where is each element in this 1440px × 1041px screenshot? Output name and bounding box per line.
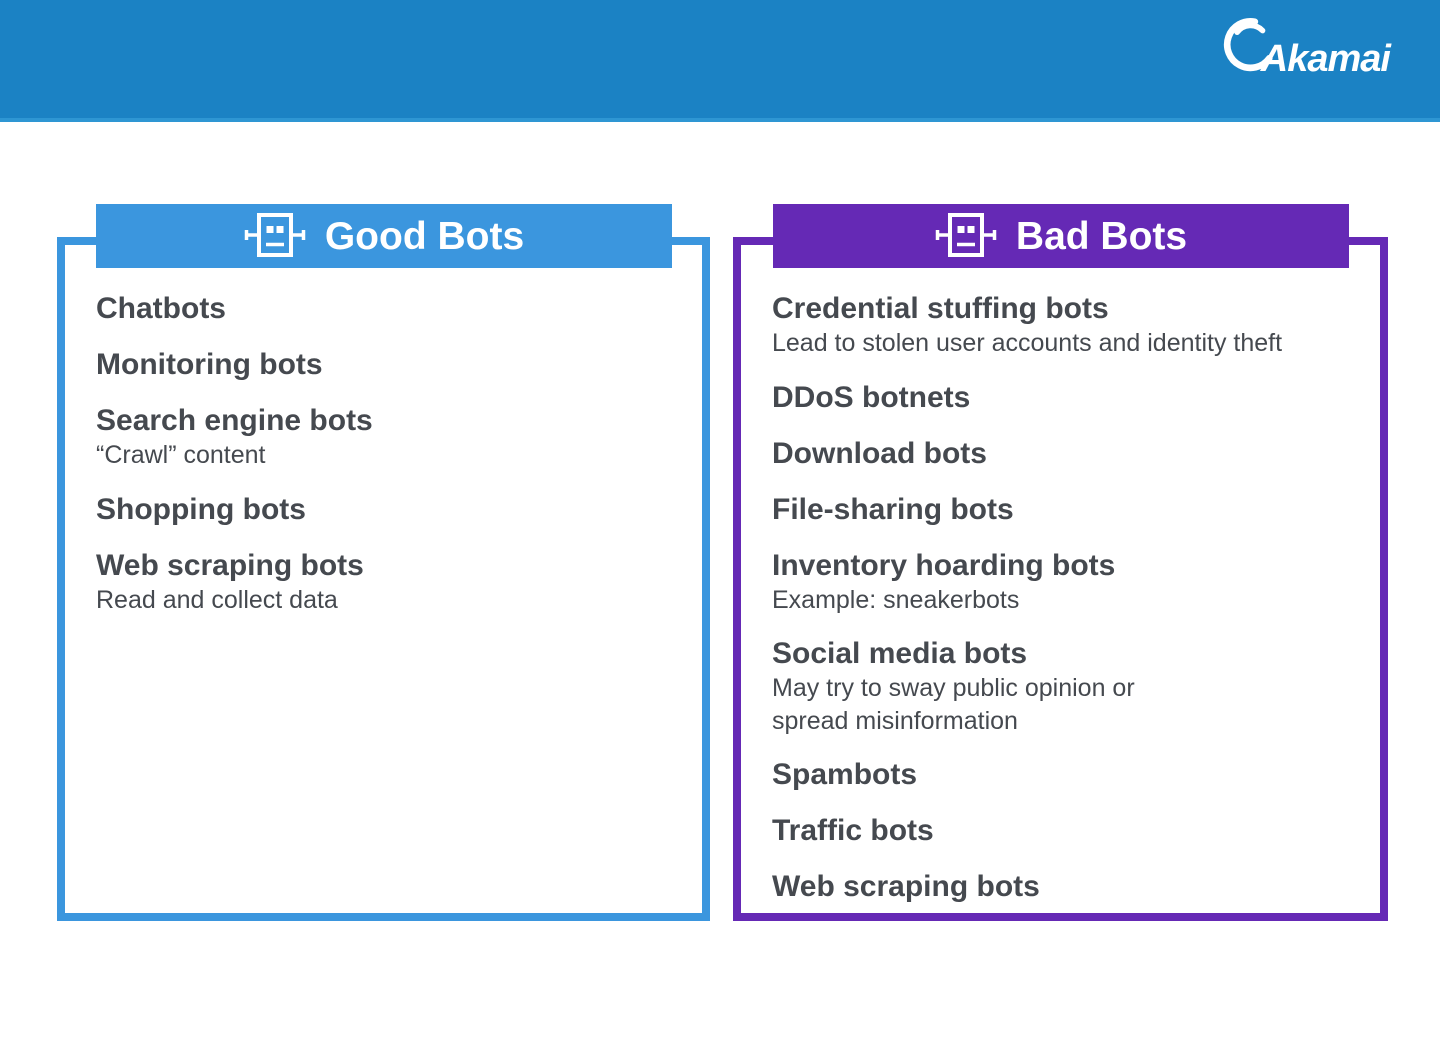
list-item: Traffic bots (772, 813, 1360, 849)
bot-name: Shopping bots (96, 492, 306, 526)
bot-name: Web scraping bots (96, 548, 364, 582)
bot-name: Web scraping bots (772, 870, 1040, 903)
bot-name: Download bots (772, 436, 987, 470)
bot-name: Inventory hoarding bots (772, 548, 1116, 582)
bad-bots-panel: Bad Bots Credential stuffing bots Lead t… (733, 204, 1388, 921)
list-item: Inventory hoarding bots Example: sneaker… (772, 548, 1360, 617)
list-item: Chatbots (96, 291, 682, 327)
bot-description: Read and collect data (96, 585, 338, 614)
good-bots-panel: Good Bots Chatbots Monitoring bots Searc… (57, 204, 710, 921)
panel-title: Good Bots (324, 214, 525, 258)
list-item: Shopping bots (96, 492, 682, 528)
list-item: Web scraping bots (772, 869, 1360, 905)
list-item: DDoS botnets (772, 380, 1360, 416)
bot-name: File-sharing bots (772, 492, 1014, 526)
bad-bot-list: Credential stuffing bots Lead to stolen … (741, 245, 1380, 905)
bot-description: May try to sway public opinion or spread… (772, 674, 1135, 735)
bot-name: Spambots (772, 758, 918, 791)
bot-name: Chatbots (96, 292, 226, 325)
bot-name: Search engine bots (96, 404, 373, 437)
list-item: Credential stuffing bots Lead to stolen … (772, 291, 1360, 360)
good-bot-list: Chatbots Monitoring bots Search engine b… (65, 245, 702, 616)
robot-icon (244, 213, 306, 257)
list-item: Download bots (772, 436, 1360, 472)
good-bots-banner: Good Bots (95, 204, 672, 268)
list-item: Search engine bots “Crawl” content (96, 403, 682, 472)
list-item: Web scraping bots Read and collect data (96, 548, 682, 617)
akamai-logo: Akamai (1215, 18, 1391, 80)
bot-name: Monitoring bots (96, 348, 323, 381)
panel-title: Bad Bots (1015, 214, 1188, 258)
list-item: Spambots (772, 757, 1360, 793)
top-header-bar: Akamai (0, 0, 1440, 122)
bot-description: Example: sneakerbots (772, 585, 1020, 614)
robot-icon (935, 213, 997, 257)
bot-name: Credential stuffing bots (772, 292, 1109, 325)
list-item: Monitoring bots (96, 347, 682, 383)
brand-name: Akamai (1260, 38, 1391, 80)
list-item: Social media bots May try to sway public… (772, 636, 1360, 737)
bot-name: Social media bots (772, 637, 1028, 670)
bot-name: Traffic bots (772, 814, 934, 847)
list-item: File-sharing bots (772, 492, 1360, 528)
bot-description: “Crawl” content (96, 441, 266, 469)
bot-name: DDoS botnets (772, 380, 971, 414)
bot-description: Lead to stolen user accounts and identit… (772, 329, 1283, 357)
bad-bots-banner: Bad Bots (772, 204, 1349, 268)
akamai-swoosh-icon (1223, 18, 1273, 72)
